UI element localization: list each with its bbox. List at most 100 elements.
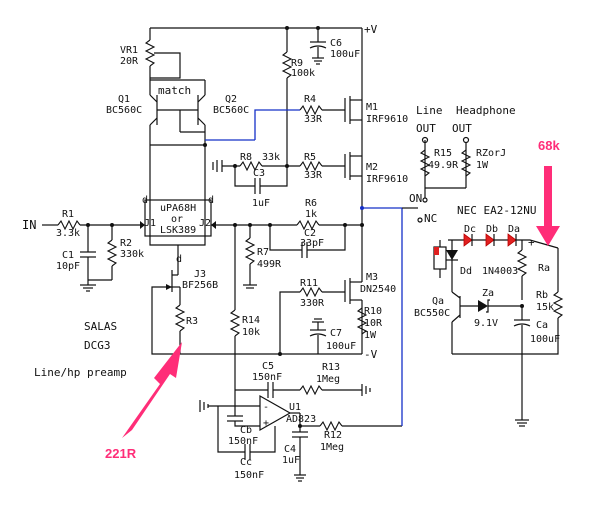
jfet-pair-line1: uPA68H	[160, 203, 196, 214]
cb-ref: Cb	[240, 425, 252, 436]
relay-coil	[433, 240, 447, 278]
jfet-pair: uPA68H or LSK389 J1 J2 d d	[140, 195, 230, 237]
out2-label: OUT	[452, 122, 472, 135]
ca-value: 100uF	[530, 334, 560, 345]
annotation-r3-arrow	[122, 342, 182, 438]
ground-u1	[199, 400, 260, 412]
r4-value: 33R	[304, 114, 323, 125]
cc-ref: Cc	[240, 457, 252, 468]
r6-resistor: R6 1k	[230, 198, 362, 231]
jfet-pair-line3: LSK389	[160, 225, 196, 236]
r7-ref: R7	[257, 247, 269, 258]
r10-ref: R10	[364, 306, 382, 317]
negative-rail: -V	[180, 300, 378, 361]
za-ref: Za	[482, 288, 494, 299]
r11-ref: R11	[300, 278, 318, 289]
m3-ref: M3	[366, 272, 378, 283]
r10-resistor: R10 10R 1W	[356, 306, 383, 341]
headphone-label: Headphone	[456, 104, 516, 117]
u1-value: AD823	[286, 414, 316, 425]
r14-value: 10k	[242, 327, 260, 338]
out1-label: OUT	[416, 122, 436, 135]
r15-value: 49.9R	[428, 160, 459, 171]
ground-input	[80, 284, 96, 292]
u1-opamp: - + U1 AD823	[259, 394, 316, 432]
r11-resistor: R11 330R	[279, 278, 345, 354]
j1-ref: J1	[144, 218, 156, 229]
r6-value: 1k	[305, 209, 317, 220]
author-label: SALAS	[84, 320, 117, 333]
qa-transistor: Qa BC550C	[414, 272, 478, 354]
j1-drain: d	[142, 195, 148, 206]
c5-capacitor: C5 150nF	[235, 361, 300, 398]
c7-ref: C7	[330, 328, 342, 339]
u1-minus: -	[263, 402, 269, 413]
c2-ref: C2	[304, 228, 316, 239]
j2-drain: d	[208, 195, 214, 206]
plus-marker: +	[528, 236, 535, 249]
annotation-ra-arrow	[536, 166, 560, 246]
r10-value2: 1W	[364, 330, 377, 341]
c3-capacitor: C3 1uF	[234, 166, 288, 209]
annotation-r3: 221R	[105, 342, 182, 461]
vr1-trimmer: VR1 20R	[120, 28, 181, 80]
match-label: match	[158, 84, 191, 97]
j3-drain: d	[176, 254, 182, 265]
r14-ref: R14	[242, 315, 260, 326]
c1-value: 10pF	[56, 261, 80, 272]
r15-ref: R15	[434, 148, 452, 159]
r9-ref: R9	[291, 58, 303, 69]
c4-value: 1uF	[282, 455, 300, 466]
rzorj-value: 1W	[476, 160, 489, 171]
r5-value: 33R	[304, 170, 323, 181]
r3-ref: R3	[186, 316, 198, 327]
r1-ref: R1	[62, 209, 74, 220]
r15-resistor: R15 49.9R	[419, 148, 459, 177]
ra-resistor: Ra	[516, 240, 550, 300]
ca-ref: Ca	[536, 320, 548, 331]
cc-value: 150nF	[234, 470, 264, 481]
m2-mosfet: M2 IRF9610	[344, 152, 408, 185]
annotation-ra: 68k	[536, 138, 560, 246]
qa-value: BC550C	[414, 308, 450, 319]
q2-transistor: Q2 BC560C	[179, 94, 249, 200]
c2-capacitor: C2 33pF	[269, 225, 346, 258]
led-chain: Dc Db Da +	[448, 224, 559, 249]
q2-ref: Q2	[225, 94, 237, 105]
r5-resistor: R5 33R	[299, 152, 345, 181]
vr1-value: 20R	[120, 56, 139, 67]
m3-value: DN2540	[360, 284, 396, 295]
relay-switch: ON NC	[402, 192, 437, 225]
r1-value: 3.3k	[56, 228, 80, 239]
switch-nc-label: NC	[424, 212, 437, 225]
c6-value: 100uF	[330, 49, 360, 60]
r8-value: 33k	[262, 152, 280, 163]
da-label: Da	[508, 224, 520, 235]
r8-ref: R8	[240, 152, 252, 163]
cc-capacitor: Cc 150nF	[217, 406, 276, 481]
za-zener: Za 9.1V	[474, 288, 522, 329]
c2-value: 33pF	[300, 238, 324, 249]
switch-on-label: ON	[409, 192, 422, 205]
qa-ref: Qa	[432, 296, 444, 307]
r13-resistor: R13 1Meg	[299, 362, 371, 396]
c7-capacitor: C7 100uF	[309, 318, 356, 354]
dd-value: 1N4003	[482, 266, 518, 277]
q1-transistor: Q1 BC560C	[106, 94, 180, 145]
q2-value: BC560C	[213, 105, 249, 116]
db-label: Db	[486, 224, 498, 235]
r14-resistor: R14 10k	[229, 225, 260, 400]
annotation-r3-text: 221R	[105, 446, 137, 461]
cb-value: 150nF	[228, 436, 258, 447]
rb-value: 15k	[536, 302, 554, 313]
r6-ref: R6	[305, 198, 317, 209]
r7-resistor: R7 499R	[243, 225, 282, 289]
j3-value: BF256B	[182, 280, 218, 291]
r2-value: 330k	[120, 249, 144, 260]
r2-ref: R2	[120, 238, 132, 249]
r10-value1: 10R	[364, 318, 383, 329]
r1-resistor: R1 3.3k	[42, 209, 140, 239]
r7-value: 499R	[257, 259, 282, 270]
r12-ref: R12	[324, 430, 342, 441]
positive-rail: +V	[150, 23, 378, 225]
